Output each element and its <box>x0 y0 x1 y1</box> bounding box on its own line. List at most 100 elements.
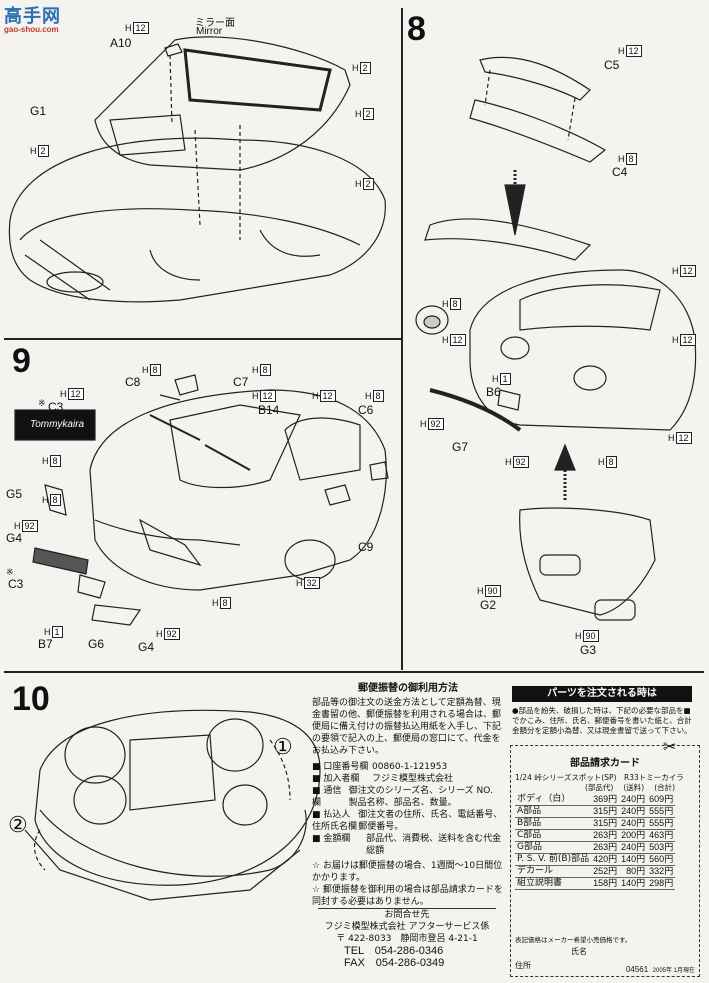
column-header: (部品代) <box>585 783 614 792</box>
h-marker-number: 12 <box>625 45 642 57</box>
tommykaira-emblem-decal: Tommykaira <box>30 419 85 430</box>
note-star: ※ <box>38 398 46 408</box>
part-price: 369円 <box>591 794 620 806</box>
product-code-number: 04561 <box>625 965 649 974</box>
horizontal-divider-left <box>4 338 402 340</box>
part-name: A部品 <box>515 805 592 818</box>
info-key: ■ 金額欄 <box>312 834 351 844</box>
part-name: デカール <box>515 865 592 878</box>
column-header: (送料) <box>623 783 645 792</box>
h-marker-number: 90 <box>484 585 501 597</box>
part-total: 609円 <box>647 794 676 806</box>
info-key: ■ 口座番号欄 <box>312 762 369 772</box>
watermark: 高手网 gao-shou.com <box>4 2 61 34</box>
h-marker-number: 8 <box>259 364 271 376</box>
part-shipping: 80円 <box>619 865 648 878</box>
part-price: 315円 <box>591 805 620 818</box>
part-shipping: 240円 <box>619 841 648 854</box>
info-row: ■ 金額欄 部品代、消費税、送料を含む代金総額 <box>312 833 504 857</box>
h-marker-number: 12 <box>679 334 696 346</box>
h-marker-number: 92 <box>512 456 529 468</box>
circle-marker-1: ① <box>273 734 293 759</box>
step-8-number: 8 <box>407 10 426 48</box>
part-total: 298円 <box>647 877 676 890</box>
note-star: ※ <box>6 567 14 577</box>
step-10-number: 10 <box>12 680 50 718</box>
part-name: B部品 <box>515 817 592 830</box>
step-9-number: 9 <box>12 342 31 380</box>
h-marker-number: 8 <box>449 298 461 310</box>
watermark-title: 高手网 <box>4 6 61 26</box>
part-price: 263円 <box>591 829 620 842</box>
h-marker-number: 92 <box>163 628 180 640</box>
h-marker-number: 12 <box>132 22 149 34</box>
h-marker-number: 12 <box>319 390 336 402</box>
h-marker-number: 92 <box>21 520 38 532</box>
info-key: ■ 通信欄 <box>312 786 342 808</box>
h-marker-number: 2 <box>37 145 49 157</box>
h-marker-number: 90 <box>582 630 599 642</box>
vertical-divider-top <box>401 8 403 670</box>
part-label-c6: C6 <box>358 403 374 417</box>
watermark-subtitle: gao-shou.com <box>4 25 59 34</box>
h-marker-number: 12 <box>67 388 84 400</box>
part-label-c7: C7 <box>233 375 249 389</box>
h-marker-number: 1 <box>51 626 63 638</box>
part-price: 252円 <box>591 865 620 878</box>
contact-fax: FAX 054-286-0349 <box>344 957 445 969</box>
postal-transfer-intro: 部品等の御注文の送金方法として定額為替、現金書留の他、郵便振替を利用される場合は… <box>312 698 502 756</box>
h-marker-number: 8 <box>605 456 617 468</box>
part-label-c8: C8 <box>125 375 141 389</box>
part-label-g4-top: G4 <box>6 531 23 545</box>
part-label-b14: B14 <box>258 403 280 417</box>
h-marker-number: 92 <box>427 418 444 430</box>
product-code: 04561 2005年 1月現在 <box>626 965 695 974</box>
part-label-c5: C5 <box>604 58 620 72</box>
part-name: G部品 <box>515 841 592 854</box>
h-marker-number: 8 <box>49 455 61 467</box>
column-header: (合計) <box>654 783 676 792</box>
part-label-g5: G5 <box>6 487 23 501</box>
part-name: ボディ（白） <box>515 794 592 806</box>
contact-address: 〒 422-8033 静岡市登呂 4-21-1 <box>336 934 478 944</box>
info-value: 部品代、消費税、送料を含む代金総額 <box>366 834 502 856</box>
card-subtitle: 1/24 峠シリーズスポット(SP) R33トミーカイラ <box>515 773 684 782</box>
parts-request-card: 部品請求カード 1/24 峠シリーズスポット(SP) R33トミーカイラ (部品… <box>510 745 700 977</box>
part-label-g7: G7 <box>452 440 469 454</box>
part-label-b6: B6 <box>486 385 501 399</box>
h-marker-number: 2 <box>362 178 374 190</box>
h-marker-number: 8 <box>49 494 61 506</box>
address-field-label: 住所 <box>515 961 531 970</box>
part-name: 組立説明書 <box>515 877 592 890</box>
h-marker-number: 12 <box>259 390 276 402</box>
scissors-icon: ✂ <box>663 737 677 756</box>
info-value: 御注文者の住所、氏名、電話番号、郵便番号。 <box>358 810 503 832</box>
part-total: 560円 <box>647 853 676 866</box>
part-price: 158円 <box>591 877 620 890</box>
part-shipping: 140円 <box>619 877 648 890</box>
horizontal-divider-bottom <box>4 671 704 673</box>
info-row: ■ 通信欄御注文のシリーズ名、シリーズ NO. 製品名称、部品名、数量。 <box>312 785 504 809</box>
info-note: ☆ 郵便振替を御利用の場合は部品請求カードを同封する必要はありません。 <box>312 885 503 907</box>
